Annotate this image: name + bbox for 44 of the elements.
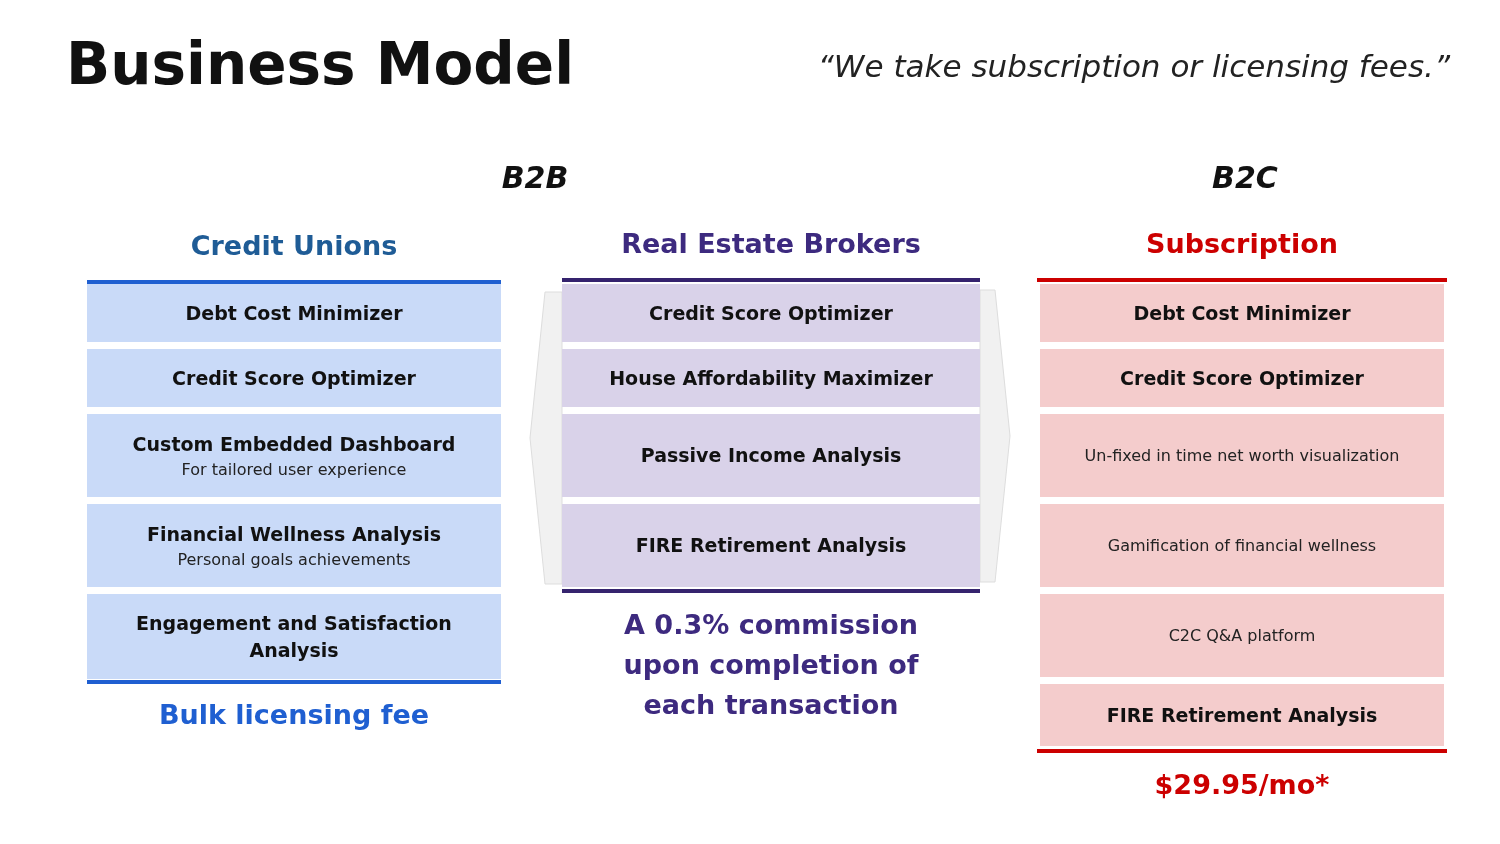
column-heading: Subscription [1145,228,1339,259]
feature-name: Engagement and Satisfaction Analysis [135,610,453,663]
feature-name: FIRE Retirement Analysis [635,533,907,558]
column-heading: Real Estate Brokers [620,228,922,259]
feature-description: C2C Q&A platform [1168,625,1316,647]
feature-box [1040,349,1444,407]
pricing-text: A 0.3% commission upon completion of each transaction [622,608,920,722]
pricing-text: $29.95/mo* [1153,768,1331,802]
feature-name: Credit Score Optimizer [1120,365,1364,391]
feature-box [1040,594,1444,677]
feature-box [1040,414,1444,497]
chevron-shape [529,291,563,585]
feature-box [562,414,980,497]
quote-text: “We take subscription or licensing fees.” [816,48,1450,84]
feature-name: Passive Income Analysis [640,443,902,468]
segment-label: B2B [500,160,570,195]
feature-box [87,349,501,407]
feature-box [562,284,980,342]
feature-box [87,504,501,587]
feature-description: Personal goals achievements [177,548,411,571]
column-heading: Credit Unions [189,230,399,261]
feature-box [87,414,501,497]
feature-name: Credit Score Optimizer [649,300,893,326]
segment-label: B2C [1211,160,1279,195]
feature-box [1040,284,1444,342]
chevron-shape [979,289,1011,583]
feature-box [562,349,980,407]
feature-name: Debt Cost Minimizer [185,300,403,326]
feature-description: Gamification of financial wellness [1107,535,1377,557]
feature-name: Financial Wellness Analysis [147,521,441,547]
feature-box [1040,684,1444,746]
feature-description: For tailored user experience [181,458,407,481]
feature-name: Credit Score Optimizer [172,365,416,391]
feature-box [87,594,501,679]
slide-title: Business Model [66,30,575,98]
feature-name: Custom Embedded Dashboard [132,431,456,457]
feature-box [87,284,501,342]
feature-name: FIRE Retirement Analysis [1106,702,1378,728]
feature-name: Debt Cost Minimizer [1133,300,1351,326]
feature-name: House Affordability Maximizer [609,365,933,391]
pricing-text: Bulk licensing fee [157,698,431,732]
feature-description: Un-fixed in time net worth visualization [1084,445,1400,467]
feature-box [1040,504,1444,587]
feature-box [562,504,980,587]
